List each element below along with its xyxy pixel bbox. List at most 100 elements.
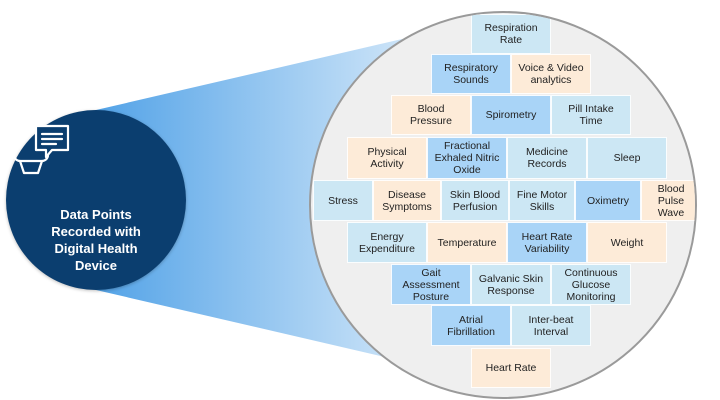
cell-label-line: Interval — [533, 325, 569, 338]
cell-label-line: Blood — [657, 182, 685, 195]
cell-label-line: Pressure — [409, 115, 452, 127]
cell-label-line: Physical — [367, 146, 407, 158]
cell-label-line: Symptoms — [382, 200, 432, 213]
cell-temperature: Temperature — [427, 222, 507, 263]
cell-label-line: Assessment — [402, 278, 460, 291]
cell-sleep: Sleep — [587, 137, 667, 179]
hub-circle: Data Points Recorded with Digital Health… — [6, 110, 186, 290]
cell-label: Spirometry — [486, 109, 537, 121]
cell-label-line: Perfusion — [452, 200, 498, 213]
hub-label-line: Recorded with — [51, 224, 141, 239]
cell-label-line: Blood — [417, 103, 445, 115]
cell-label-line: Monitoring — [566, 290, 616, 303]
cell-label-line: Disease — [388, 188, 426, 201]
hub-label-line: Device — [75, 258, 117, 273]
cell-label-line: Rate — [499, 34, 523, 46]
cell-label-line: Heart Rate — [485, 362, 537, 374]
cell-label-line: Skills — [529, 200, 555, 213]
cell-label-line: Response — [487, 284, 535, 297]
cell-label-line: Continuous — [564, 266, 618, 279]
cell-label: Sleep — [614, 152, 641, 164]
hub-label-line: Data Points — [60, 207, 132, 222]
cell-label-line: Atrial — [459, 313, 483, 326]
cell-label-line: Fibrillation — [447, 325, 495, 338]
cell-label-line: Temperature — [437, 236, 497, 249]
cell-stress: Stress — [313, 180, 373, 221]
cell-label-line: Inter-beat — [528, 313, 574, 326]
cell-label-line: Fractional — [443, 140, 491, 152]
cell-label: Weight — [611, 237, 644, 249]
cell-label-line: Variability — [524, 242, 570, 255]
hub-label-line: Digital Health — [54, 241, 138, 256]
cell-label-line: Weight — [610, 236, 644, 249]
cell-label-line: Spirometry — [485, 109, 537, 121]
cell-label-line: Galvanic Skin — [478, 272, 544, 285]
cell-label: Stress — [328, 195, 358, 207]
cell-weight: Weight — [587, 222, 667, 263]
cell-label-line: Gait — [421, 266, 441, 279]
cell-label-line: Oxide — [453, 164, 481, 176]
cell-oximetry: Oximetry — [575, 180, 641, 221]
cell-spirometry: Spirometry — [471, 95, 551, 135]
cell-label-line: Posture — [412, 290, 450, 303]
cell-label-line: Respiration — [484, 22, 538, 34]
cell-label-line: Sounds — [453, 74, 489, 86]
smartwatch-chat-icon — [6, 113, 70, 175]
cell-label-line: Stress — [328, 194, 358, 207]
cell-label-line: Medicine — [525, 146, 569, 158]
cell-label-line: Oximetry — [587, 194, 629, 207]
cell-label-line: Glucose — [571, 278, 611, 291]
cell-label-line: Records — [527, 158, 567, 170]
cell-label-line: Voice & Video — [518, 62, 584, 74]
cell-label-line: Expenditure — [358, 242, 416, 255]
cell-label-line: Respiratory — [444, 62, 498, 74]
cell-label-line: Skin Blood — [449, 188, 501, 201]
cell-label-line: Wave — [657, 206, 685, 219]
cell-label-line: Pill Intake — [568, 103, 614, 115]
hub-label: Data Points Recorded with Digital Health… — [20, 206, 172, 274]
cell-label-line: Activity — [370, 158, 404, 170]
cell-label-line: Exhaled Nitric — [434, 152, 500, 164]
cell-label-line: Heart Rate — [521, 230, 573, 243]
cell-heart-rate: Heart Rate — [471, 348, 551, 388]
cell-label-line: Fine Motor — [516, 188, 568, 201]
cell-label: Heart Rate — [486, 362, 537, 374]
cell-label: Temperature — [438, 237, 497, 249]
